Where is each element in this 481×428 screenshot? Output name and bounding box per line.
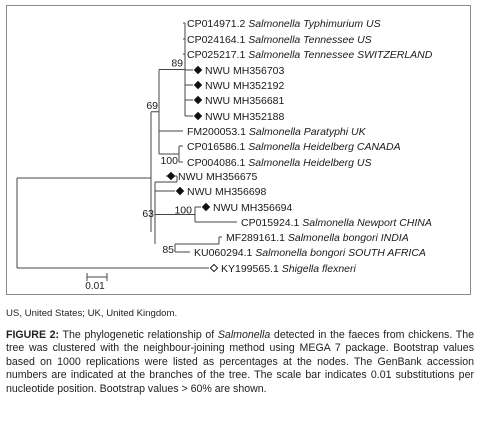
- bootstrap-n69: 69: [146, 100, 158, 112]
- caption-label: FIGURE 2:: [6, 329, 60, 341]
- leaf-label-t16: KU060294.1 Salmonella bongori SOUTH AFRI…: [194, 247, 426, 259]
- phylogenetic-tree-panel: CP014971.2 Salmonella Typhimurium US CP02…: [6, 5, 471, 295]
- figure-caption: FIGURE 2: The phylogenetic relationship …: [6, 329, 474, 396]
- leaf-label-t3: CP025217.1 Salmonella Tennessee SWITZERL…: [187, 49, 433, 61]
- isolate-marker-icon: [193, 65, 203, 75]
- leaf-label-t6: NWU MH356681: [205, 95, 285, 107]
- leaf-label-t7: NWU MH352188: [205, 111, 285, 123]
- isolate-marker-icon: [175, 186, 185, 196]
- bootstrap-n89: 89: [171, 58, 183, 70]
- leaf-label-t4: NWU MH356703: [205, 65, 285, 77]
- isolate-marker-icon: [193, 95, 203, 105]
- outgroup-marker-icon: [209, 263, 219, 273]
- isolate-marker-icon: [201, 202, 211, 212]
- isolate-marker-icon: [193, 80, 203, 90]
- isolate-marker-icon: [193, 111, 203, 121]
- bootstrap-n100a: 100: [160, 155, 178, 167]
- caption-text-2: detected in the faeces from chickens. Th…: [6, 329, 475, 395]
- leaf-label-t10: CP004086.1 Salmonella Heidelberg US: [187, 157, 371, 169]
- leaf-label-t15: MF289161.1 Salmonella bongori INDIA: [226, 232, 409, 244]
- bootstrap-n100b: 100: [174, 205, 192, 217]
- bootstrap-n63: 63: [142, 208, 154, 220]
- bootstrap-n85: 85: [162, 244, 174, 256]
- leaf-label-t14: CP015924.1 Salmonella Newport CHINA: [241, 217, 432, 229]
- caption-genus: Salmonella: [217, 329, 271, 341]
- leaf-label-t13: NWU MH356694: [213, 202, 293, 214]
- scale-bar-label: 0.01: [85, 281, 105, 292]
- leaf-label-t1: CP014971.2 Salmonella Typhimurium US: [187, 18, 381, 30]
- leaf-label-t8: FM200053.1 Salmonella Paratyphi UK: [187, 126, 367, 138]
- footnote: US, United States; UK, United Kingdom.: [6, 308, 178, 319]
- leaf-label-t5: NWU MH352192: [205, 80, 285, 92]
- leaf-label-t17: KY199565.1 Shigella flexneri: [221, 263, 357, 275]
- caption-text-1: The phylogenetic relationship of: [59, 329, 218, 341]
- isolate-marker-icon: [166, 171, 176, 181]
- leaf-label-t11: NWU MH356675: [178, 171, 258, 183]
- leaf-label-t12: NWU MH356698: [187, 186, 267, 198]
- phylogenetic-tree: CP014971.2 Salmonella Typhimurium US CP02…: [16, 18, 433, 292]
- leaf-label-t9: CP016586.1 Salmonella Heidelberg CANADA: [187, 141, 401, 153]
- leaf-label-t2: CP024164.1 Salmonella Tennessee US: [187, 34, 372, 46]
